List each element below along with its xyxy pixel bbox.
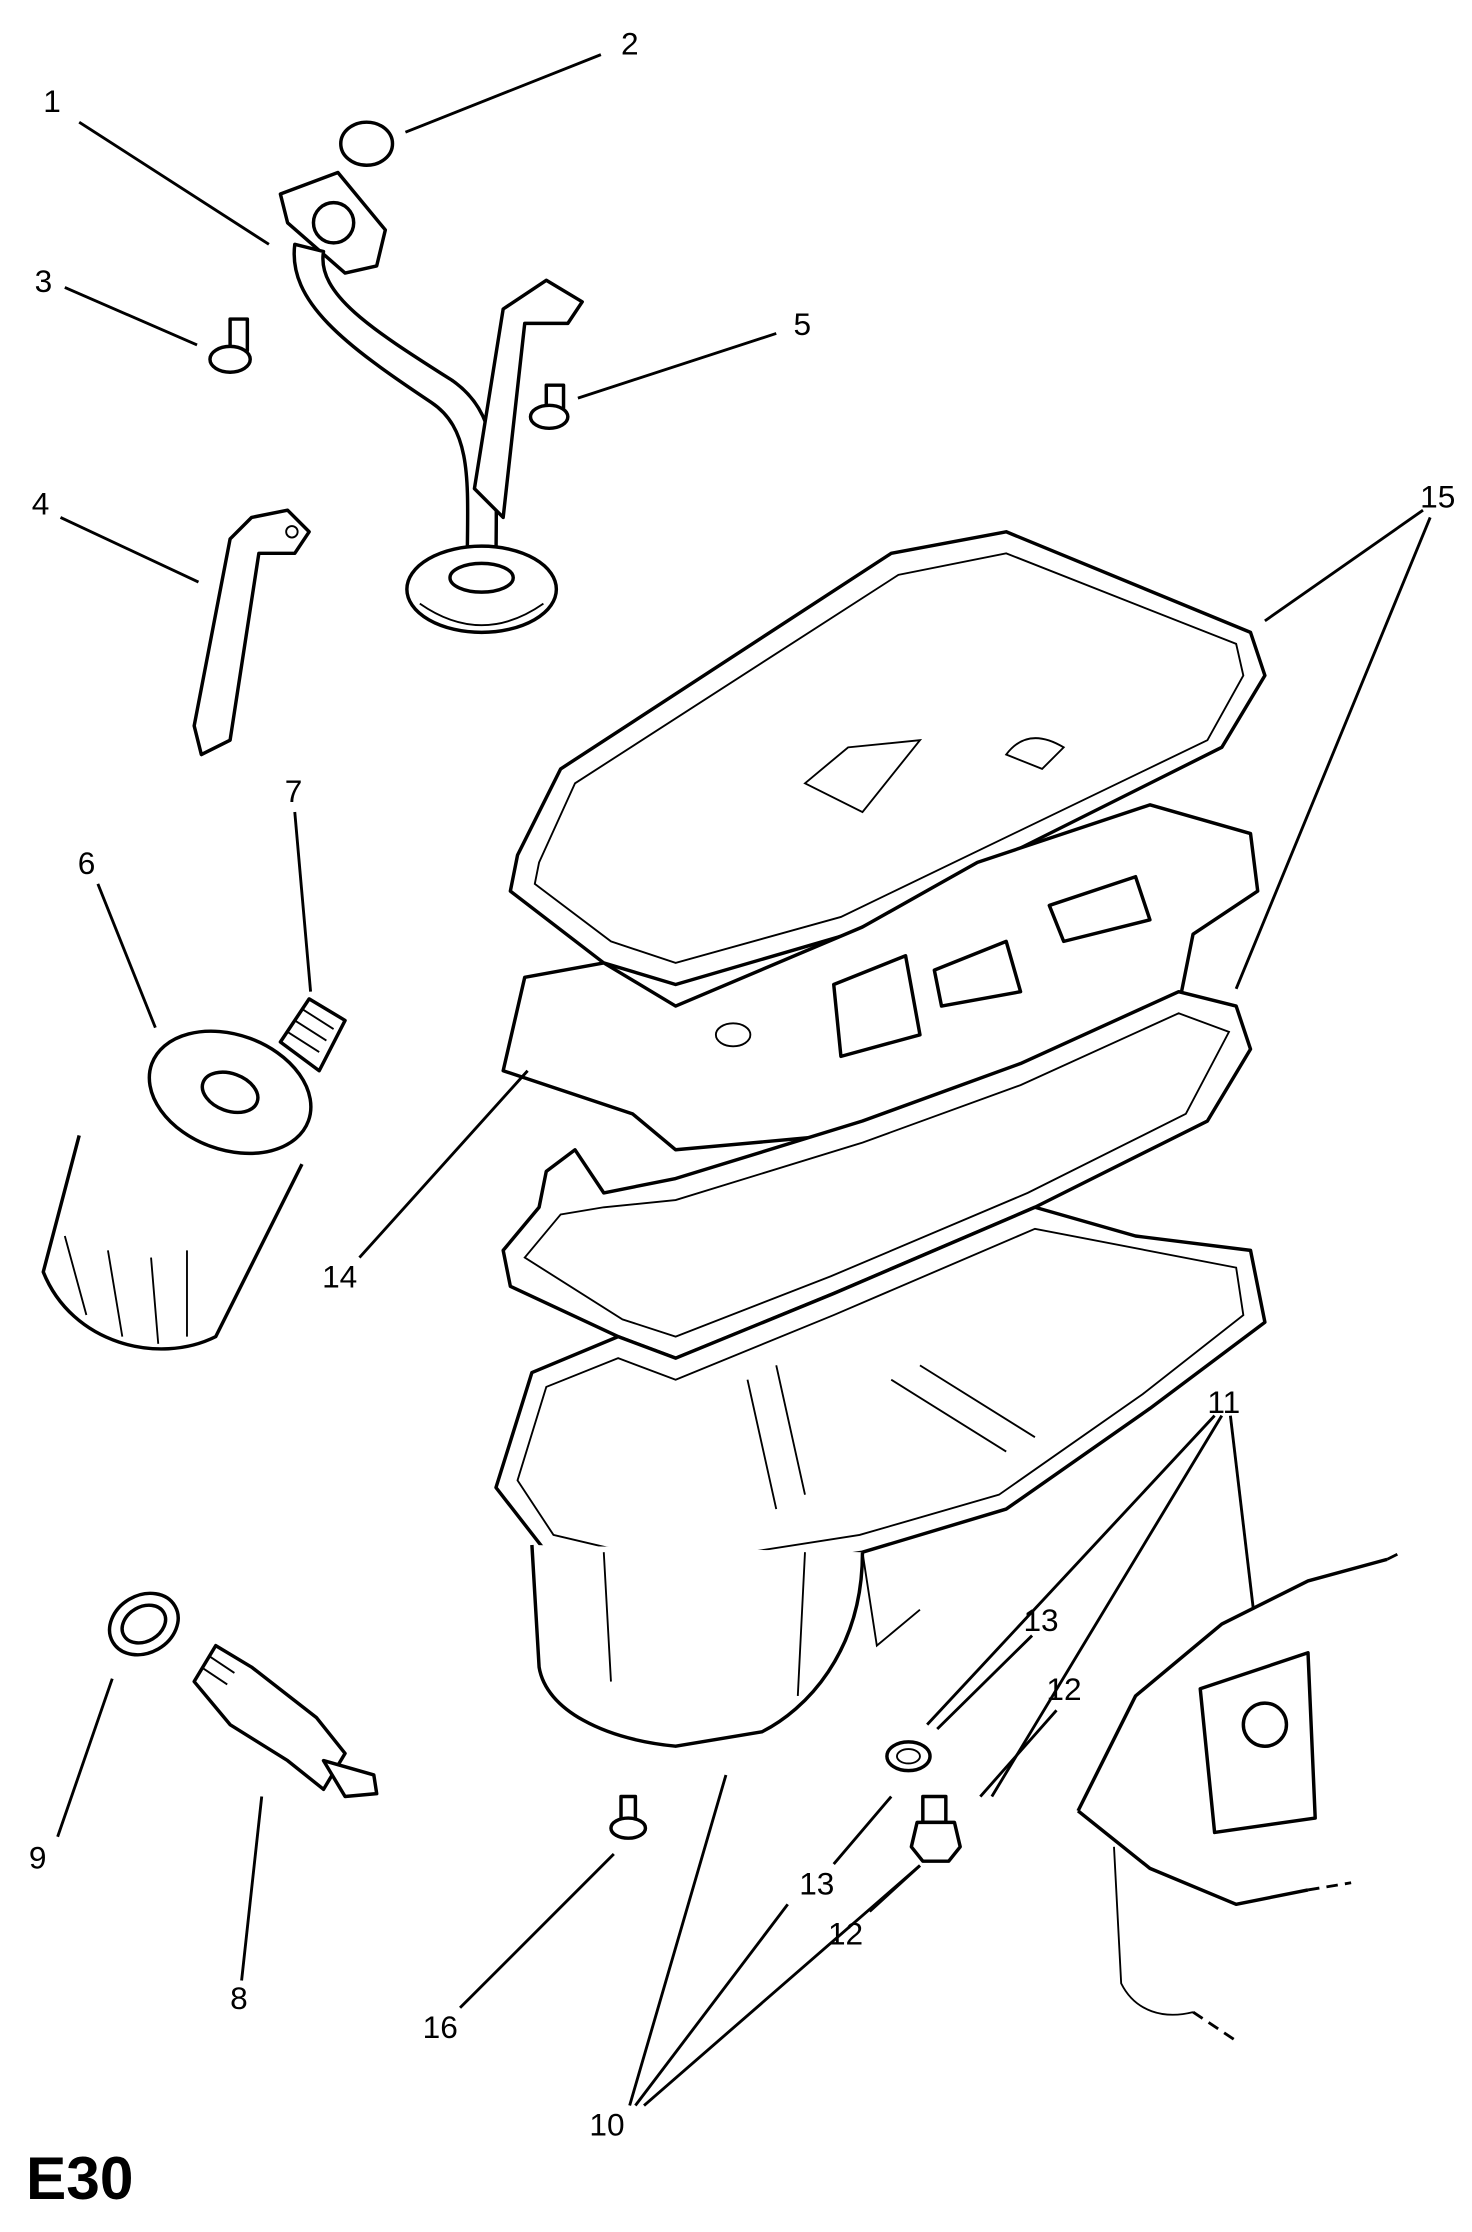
- drain-washer-part: [885, 1740, 932, 1773]
- drain-plug-part: [909, 1794, 962, 1863]
- callout-15: 15: [1420, 478, 1455, 514]
- callout-9: 9: [29, 1839, 47, 1875]
- leader-lines: [56, 53, 1432, 2107]
- baffle-plate-part: [501, 803, 1260, 1152]
- callout-5: 5: [793, 306, 811, 342]
- callout-11: 11: [1207, 1384, 1240, 1420]
- callout-13-upper: 13: [1023, 1602, 1058, 1638]
- upper-gasket-part: [508, 530, 1267, 987]
- bracket-part: [192, 508, 311, 757]
- callout-2: 2: [621, 26, 639, 62]
- callout-12-upper: 12: [1046, 1671, 1081, 1707]
- callout-6: 6: [78, 845, 96, 881]
- bolt-part-5: [528, 383, 570, 431]
- threaded-nipple-part: [278, 997, 347, 1073]
- oil-pressure-switch-part: [192, 1643, 379, 1799]
- sealing-washer-part: [107, 1591, 180, 1657]
- callout-4: 4: [32, 486, 50, 522]
- callout-14: 14: [322, 1259, 357, 1295]
- oil-filter-part: [41, 1029, 313, 1351]
- pan-detail-view: [1076, 1550, 1403, 2043]
- callout-7: 7: [285, 773, 303, 809]
- callout-12-lower: 12: [828, 1916, 863, 1952]
- oil-pan-part: [494, 1205, 1267, 1748]
- bolt-part-3: [208, 317, 252, 374]
- callout-1: 1: [43, 83, 61, 119]
- callout-8: 8: [230, 1980, 248, 2016]
- oil-pickup-pipe-part: [278, 170, 584, 635]
- diagram-code: E30: [26, 2144, 133, 2212]
- callout-10: 10: [589, 2107, 624, 2143]
- callout-16: 16: [423, 2009, 458, 2045]
- bolt-part-16: [609, 1794, 648, 1840]
- callout-13-lower: 13: [799, 1865, 834, 1901]
- callout-3: 3: [35, 263, 53, 299]
- o-ring-part: [339, 120, 395, 168]
